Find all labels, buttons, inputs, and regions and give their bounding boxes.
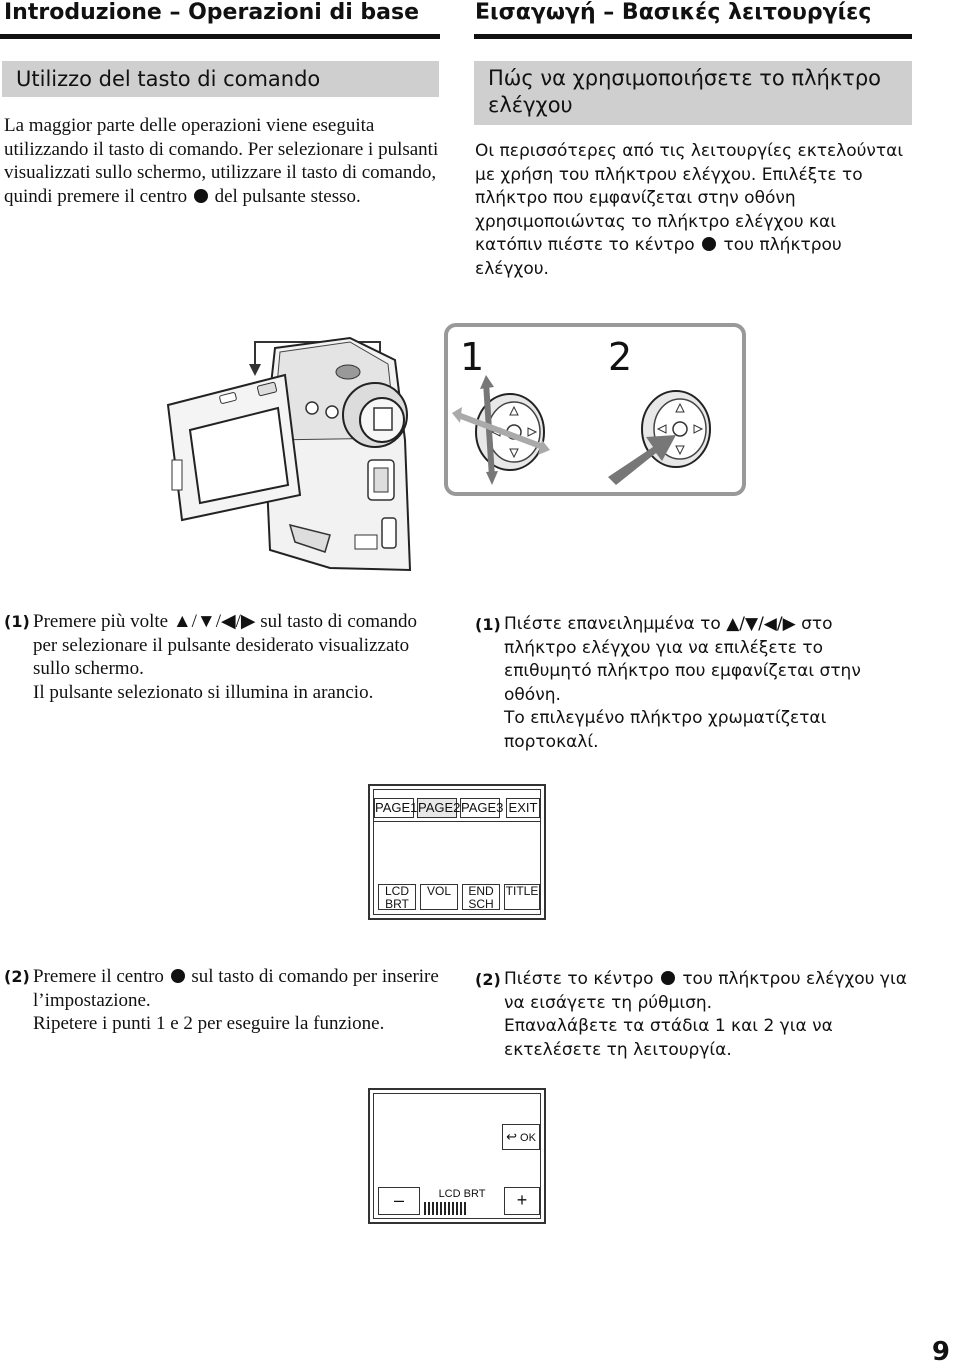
center-dot-icon (660, 971, 675, 985)
center-dot-icon (702, 237, 717, 251)
tab-exit[interactable]: EXIT (506, 798, 540, 818)
it-step-1-note: Il pulsante selezionato si illumina in a… (33, 681, 374, 703)
it-step-1-number: (1) (4, 612, 30, 631)
plus-button[interactable]: + (504, 1187, 540, 1215)
control-key-2-icon (608, 390, 711, 485)
end-sch-line1: END (468, 884, 494, 898)
end-sch-line2: SCH (468, 897, 494, 911)
it-step-2-number: (2) (4, 967, 30, 986)
brightness-level-bar (428, 1202, 430, 1215)
it-intro-paragraph: La maggior parte delle operazioni viene … (4, 114, 440, 208)
gr-intro-text-end: του πλήκτρου ελέγχου. (475, 235, 842, 279)
control-key-diagram: 1 2 (444, 323, 746, 496)
tab-page2[interactable]: PAGE2 (417, 798, 460, 818)
tab-page1[interactable]: PAGE1 (374, 798, 417, 818)
it-intro-text: La maggior parte delle operazioni viene … (4, 115, 439, 207)
ok-button[interactable]: ↩ OK (502, 1124, 540, 1150)
tab-page3[interactable]: PAGE3 (460, 798, 503, 818)
brightness-level-bar (424, 1202, 426, 1215)
left-header-rule (0, 34, 440, 39)
brightness-level-bar (452, 1202, 454, 1215)
gr-step-1-instruction: Πιέστε επανειλημμένα το ▲/▼/◀/▶ στο πλήκ… (504, 614, 861, 705)
gr-step-1-number: (1) (475, 615, 501, 634)
screen-divider (374, 821, 540, 822)
gr-step-2-number: (2) (475, 970, 501, 989)
brightness-level-bar (436, 1202, 438, 1215)
lcd-brt-button[interactable]: LCD BRT (378, 884, 416, 911)
right-header-rule (474, 34, 912, 39)
gr-section-heading: Πώς να χρησιμοποιήσετε το πλήκτρο ελέγχο… (474, 61, 912, 125)
gr-step-2-text: Πιέστε το κέντρο του πλήκτρου ελέγχου γι… (504, 968, 909, 1062)
vol-button[interactable]: VOL (420, 884, 458, 910)
brightness-level-bar (440, 1202, 442, 1215)
figure-label-2: 2 (608, 335, 633, 379)
it-section-heading: Utilizzo del tasto di comando (2, 61, 439, 97)
it-step-1-instruction: Premere più volte ▲/▼/◀/▶ sul tasto di c… (33, 611, 417, 679)
gr-step-2-text-start: Πιέστε το κέντρο (504, 969, 654, 989)
it-step-2-text-end: sul tasto di comando per inserire l’impo… (33, 966, 439, 1011)
figure-label-1: 1 (460, 335, 485, 379)
return-arrow-icon: ↩ (506, 1129, 517, 1144)
title-line1: TITLE (505, 884, 539, 898)
gr-intro-text: Οι περισσότερες από τις λειτουργίες εκτε… (475, 141, 904, 255)
left-header-title: Introduzione – Operazioni di base (4, 0, 420, 25)
gr-step-1-text: Πιέστε επανειλημμένα το ▲/▼/◀/▶ στο πλήκ… (504, 613, 909, 754)
camcorder-illustration (166, 336, 412, 572)
brightness-level-bar (448, 1202, 450, 1215)
gr-step-2-instruction: Πιέστε το κέντρο του πλήκτρου ελέγχου γι… (504, 968, 909, 1015)
center-dot-icon (193, 188, 208, 203)
brightness-level-bar (456, 1202, 458, 1215)
gr-step-1-note: Το επιλεγμένο πλήκτρο χρωματίζεται πορτο… (504, 708, 827, 752)
brightness-level-bar (464, 1202, 466, 1215)
lcd-brt-caption: LCD BRT (438, 1188, 486, 1200)
brightness-level-bar (432, 1202, 434, 1215)
it-step-2-text: Premere il centro sul tasto di comando p… (33, 965, 443, 1036)
right-header-title: Εισαγωγή – Βασικές λειτουργίες (475, 0, 872, 25)
lcd-brt-line2: BRT (385, 897, 409, 911)
it-step-2-text-start: Premere il centro (33, 966, 164, 987)
vol-line1: VOL (426, 884, 451, 898)
brightness-level-bar (444, 1202, 446, 1215)
brightness-level-indicator (424, 1202, 500, 1216)
lcd-brightness-screen: ↩ OK – + LCD BRT (368, 1088, 546, 1224)
end-sch-button[interactable]: END SCH (462, 884, 500, 911)
menu-screen-frame (373, 789, 541, 915)
page-number: 9 (931, 1337, 950, 1367)
center-dot-icon (170, 969, 185, 983)
it-intro-text-end: del pulsante stesso. (214, 185, 361, 207)
brightness-level-bar (460, 1202, 462, 1215)
menu-screen-illustration: PAGE1 PAGE2 PAGE3 EXIT LCD BRT VOL END S… (368, 784, 546, 920)
lcd-brt-line1: LCD (384, 884, 409, 898)
control-key-1-icon (452, 375, 550, 485)
control-key-drawing (452, 375, 711, 485)
it-step-2-instruction: Premere il centro sul tasto di comando p… (33, 965, 443, 1012)
gr-intro-paragraph: Οι περισσότερες από τις λειτουργίες εκτε… (475, 140, 907, 281)
it-step-2-note: Ripetere i punti 1 e 2 per eseguire la f… (33, 1013, 385, 1034)
title-button[interactable]: TITLE (504, 884, 540, 910)
gr-step-2-note: Επαναλάβετε τα στάδια 1 και 2 για να εκτ… (504, 1016, 833, 1060)
minus-button[interactable]: – (378, 1187, 420, 1215)
lcd-brightness-screen-frame (373, 1093, 541, 1219)
it-step-1-text: Premere più volte ▲/▼/◀/▶ sul tasto di c… (33, 610, 443, 704)
ok-label: OK (520, 1132, 536, 1144)
gr-step-2-text-end: του πλήκτρου ελέγχου για να εισάγετε τη … (504, 969, 907, 1013)
